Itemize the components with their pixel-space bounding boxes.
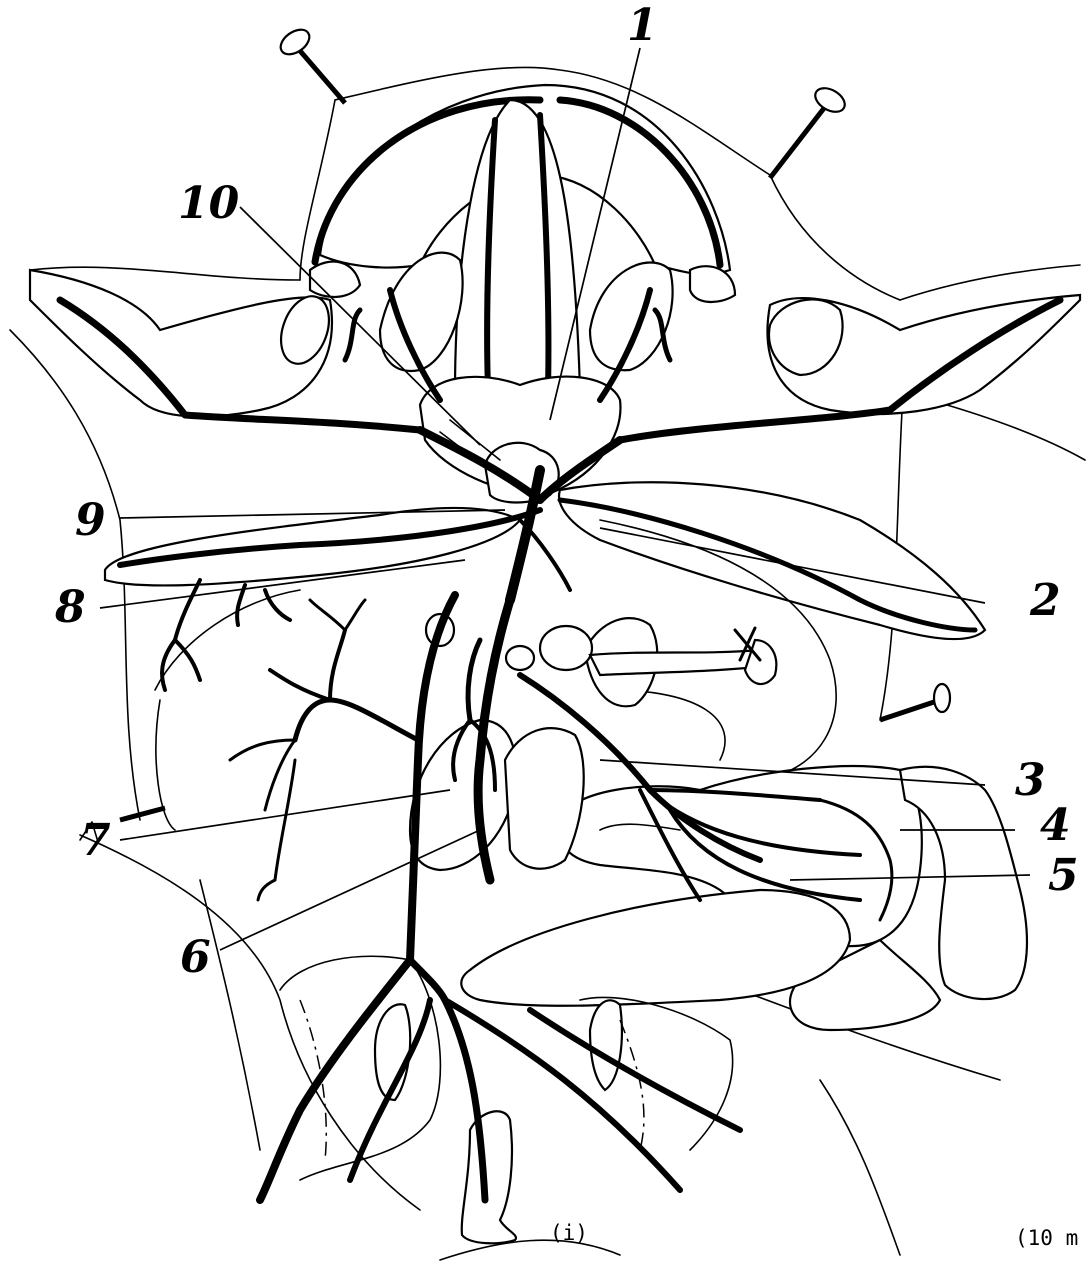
pin-top-right [770,83,849,178]
label-1: 1 [627,0,658,51]
pin-top-left [276,25,345,103]
pointer-7 [120,790,450,840]
pointer-6 [220,830,480,950]
label-9: 9 [75,495,106,546]
label-5: 5 [1048,850,1079,901]
label-6: 6 [180,932,211,983]
label-10: 10 [178,178,240,229]
figure-caption: (i) [550,1221,588,1245]
pin-right [880,684,950,720]
left-abdomen [155,590,300,830]
forelimb-left [30,270,420,430]
cloaca [462,1111,516,1243]
gall-bladder [426,614,592,670]
marks-note: (10 m [1015,1226,1078,1250]
label-8: 8 [54,582,86,633]
label-7: 7 [80,815,111,866]
forelimb-right [620,295,1080,440]
label-2: 2 [1029,575,1061,626]
label-4: 4 [1040,800,1071,851]
label-3: 3 [1015,755,1046,806]
